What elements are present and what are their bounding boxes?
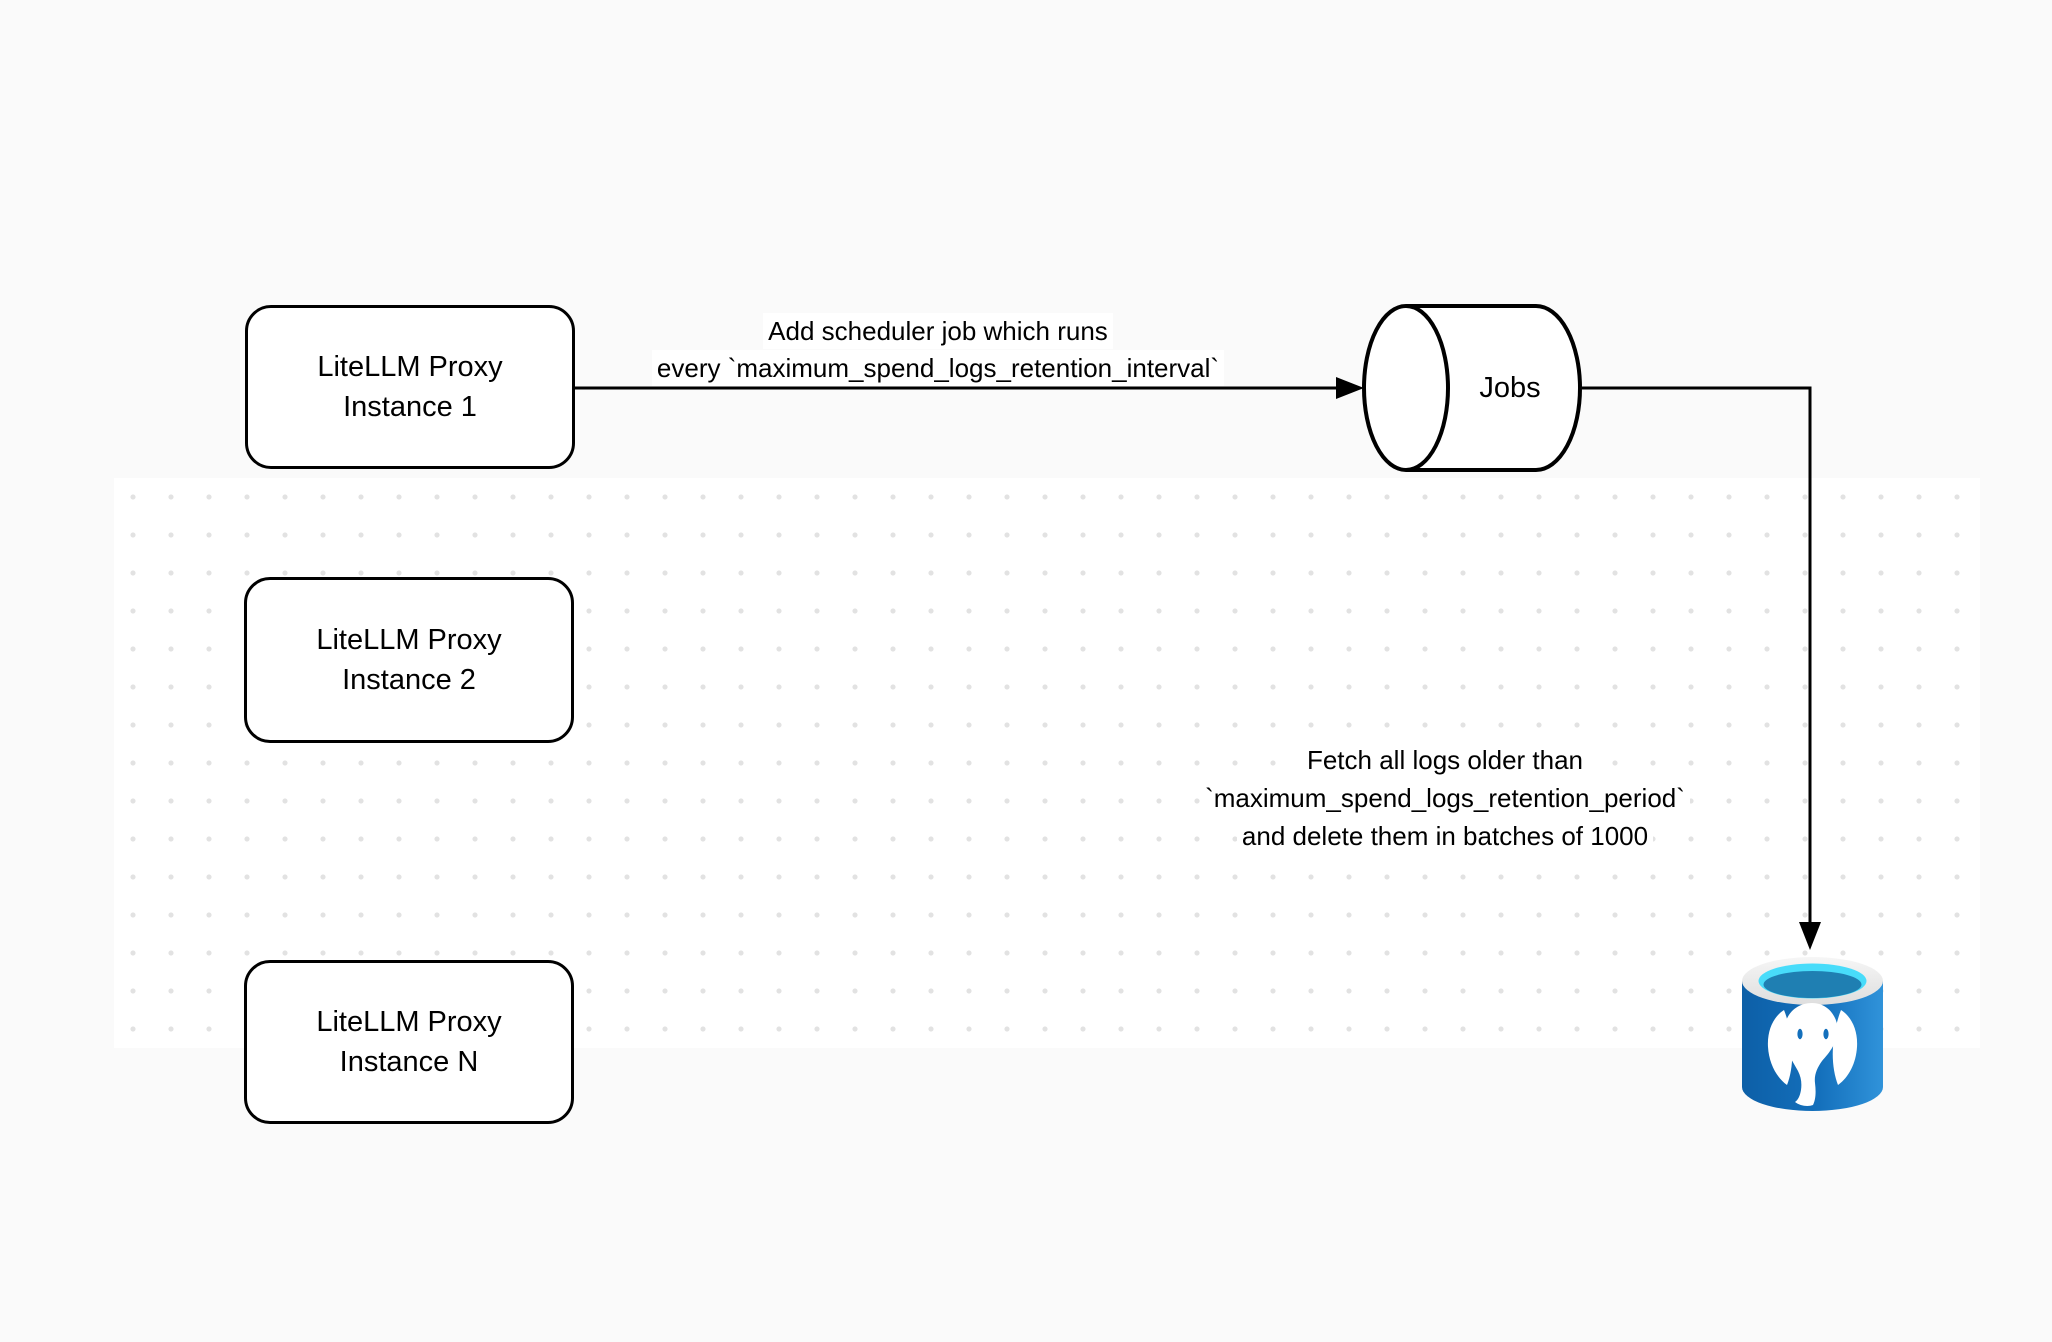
edge-label-line: every `maximum_spend_logs_retention_inte… — [588, 350, 1288, 387]
connector-cleanup-edge — [1582, 386, 1821, 950]
edge-label-line: Fetch all logs older than — [1095, 741, 1795, 779]
node-label-line: LiteLLM Proxy — [316, 1006, 502, 1038]
node-litellm-proxy-instance-1: LiteLLM Proxy Instance 1 — [245, 305, 575, 469]
postgres-elephant-logo — [1767, 1003, 1858, 1106]
jobs-node-label: Jobs — [1479, 371, 1541, 404]
node-label-line: LiteLLM Proxy — [316, 624, 502, 656]
node-label-line: Instance N — [339, 1046, 479, 1078]
postgresql-database-icon — [1740, 953, 1885, 1117]
node-litellm-proxy-instance-2: LiteLLM Proxy Instance 2 — [244, 577, 574, 743]
database-cylinder-liquid — [1763, 971, 1862, 998]
node-label-line: LiteLLM Proxy — [317, 351, 503, 383]
dot-grid-background — [114, 478, 1980, 1048]
edge-label-schedule: Add scheduler job which runs every `maxi… — [588, 313, 1288, 387]
connector-schedule-edge — [575, 377, 1364, 399]
arrowhead-right-icon — [1336, 377, 1364, 399]
node-label-line: Instance 1 — [343, 391, 477, 423]
edge-label-line: and delete them in batches of 1000 — [1095, 817, 1795, 855]
edge-label-line: Add scheduler job which runs — [588, 313, 1288, 350]
horizontal-cylinder-icon — [1362, 304, 1582, 472]
arrowhead-down-icon — [1799, 922, 1821, 950]
edge-label-line: `maximum_spend_logs_retention_period` — [1095, 779, 1795, 817]
edge-label-cleanup: Fetch all logs older than `maximum_spend… — [1095, 741, 1795, 855]
node-jobs-queue: Jobs — [1360, 302, 1584, 474]
node-litellm-proxy-instance-n: LiteLLM Proxy Instance N — [244, 960, 574, 1124]
node-label-line: Instance 2 — [342, 664, 476, 696]
